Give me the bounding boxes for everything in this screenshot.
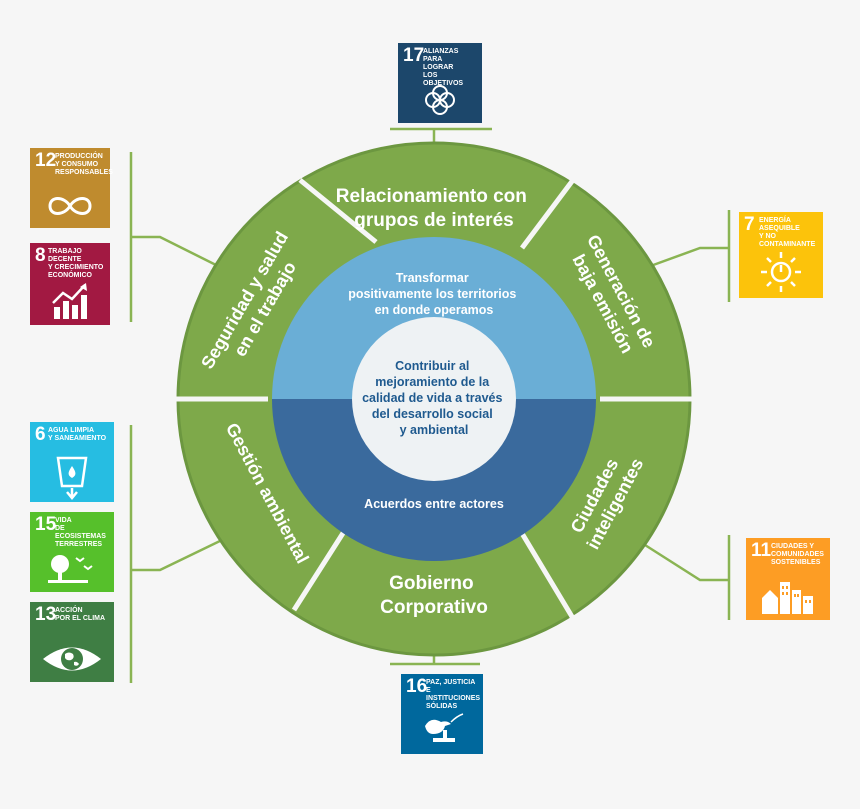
sdg-11-tile: 11 Ciudades y comunidades sostenibles: [746, 538, 830, 620]
center-line-4: del desarrollo social: [372, 407, 493, 421]
segment-bottom-line-1: Gobierno: [389, 573, 473, 594]
segment-top-label: Relacionamiento con grupos de interés: [336, 186, 532, 231]
sdg-17-title: Alianzas para lograr los objetivos: [423, 48, 464, 88]
inner-top-line-3: en donde operamos: [375, 303, 494, 317]
sdg-6-tile: 6 Agua limpia y saneamiento: [30, 422, 114, 502]
inner-top-text: Transformar positivamente los territorio…: [348, 271, 520, 317]
connector-6-15-13: [131, 538, 223, 572]
sdg-6-title: Agua limpia y saneamiento: [48, 427, 107, 443]
connector-7: [644, 246, 729, 270]
segment-bottom-label: Gobierno Corporativo: [380, 573, 488, 618]
sdg-15-tile: 15 Vida de ecosistemas terrestres: [30, 512, 114, 592]
sdg-7-number: 7: [744, 214, 755, 235]
sdg-16-tile: 16 Paz, justicia e instituciones sólidas: [401, 674, 483, 754]
dove-gavel-icon: [425, 713, 464, 742]
center-circle: [352, 317, 516, 481]
center-line-2: mejoramiento de la: [375, 375, 490, 389]
segment-top-line-2: grupos de interés: [354, 210, 513, 231]
tree-birds-icon: [48, 555, 93, 583]
segment-dividers: [175, 166, 695, 622]
sdg-17-tile: 17 Alianzas para lograr los objetivos: [398, 43, 482, 123]
earth-eye-icon: [43, 647, 101, 671]
sdg-7-tile: 7 Energía asequible y no contaminante: [739, 212, 823, 298]
center-line-1: Contribuir al: [395, 359, 469, 373]
sdg-8-number: 8: [35, 245, 46, 266]
segment-bottom-line-2: Corporativo: [380, 597, 488, 618]
sdg-8-title: Trabajo decente y crecimiento económico: [48, 248, 104, 280]
sdg-15-number: 15: [35, 514, 57, 535]
sdg-12-number: 12: [35, 150, 57, 171]
interlocking-circles-icon: [425, 85, 455, 115]
sdg-16-title: Paz, justicia e instituciones sólidas: [426, 679, 481, 711]
inner-top-line-1: Transformar: [396, 271, 469, 285]
city-buildings-icon: [762, 582, 813, 614]
growth-chart-icon: [52, 283, 87, 319]
connectors: [129, 127, 731, 683]
sdg-6-number: 6: [35, 424, 46, 445]
sdg-17-number: 17: [403, 45, 425, 66]
center-text: Contribuir al mejoramiento de la calidad…: [362, 359, 506, 437]
sdg-16-number: 16: [406, 676, 428, 697]
sdg-11-title: Ciudades y comunidades sostenibles: [771, 543, 824, 567]
infinity-icon: [48, 197, 92, 215]
inner-top-line-2: positivamente los territorios: [348, 287, 516, 301]
sdg-13-tile: 13 Acción por el clima: [30, 602, 114, 682]
sdg-12-title: Producción y consumo responsables: [55, 153, 113, 177]
sun-power-icon: [761, 252, 801, 292]
water-glass-icon: [56, 456, 88, 500]
segment-top-line-1: Relacionamiento con: [336, 186, 527, 207]
sdg-13-title: Acción por el clima: [55, 607, 106, 623]
connector-11: [644, 543, 729, 582]
connector-12-8: [131, 235, 223, 270]
sdg-11-number: 11: [751, 540, 772, 561]
sdg-8-tile: 8 Trabajo decente y crecimiento económic…: [30, 243, 110, 325]
center-line-5: y ambiental: [400, 423, 469, 437]
center-line-3: calidad de vida a través: [362, 391, 502, 405]
sdg-12-tile: 12 Producción y consumo responsables: [30, 148, 113, 228]
sdg-13-number: 13: [35, 604, 57, 625]
sdg-15-title: Vida de ecosistemas terrestres: [55, 517, 106, 549]
inner-bottom-text: Acuerdos entre actores: [364, 497, 504, 511]
sdg-7-title: Energía asequible y no contaminante: [759, 217, 816, 249]
